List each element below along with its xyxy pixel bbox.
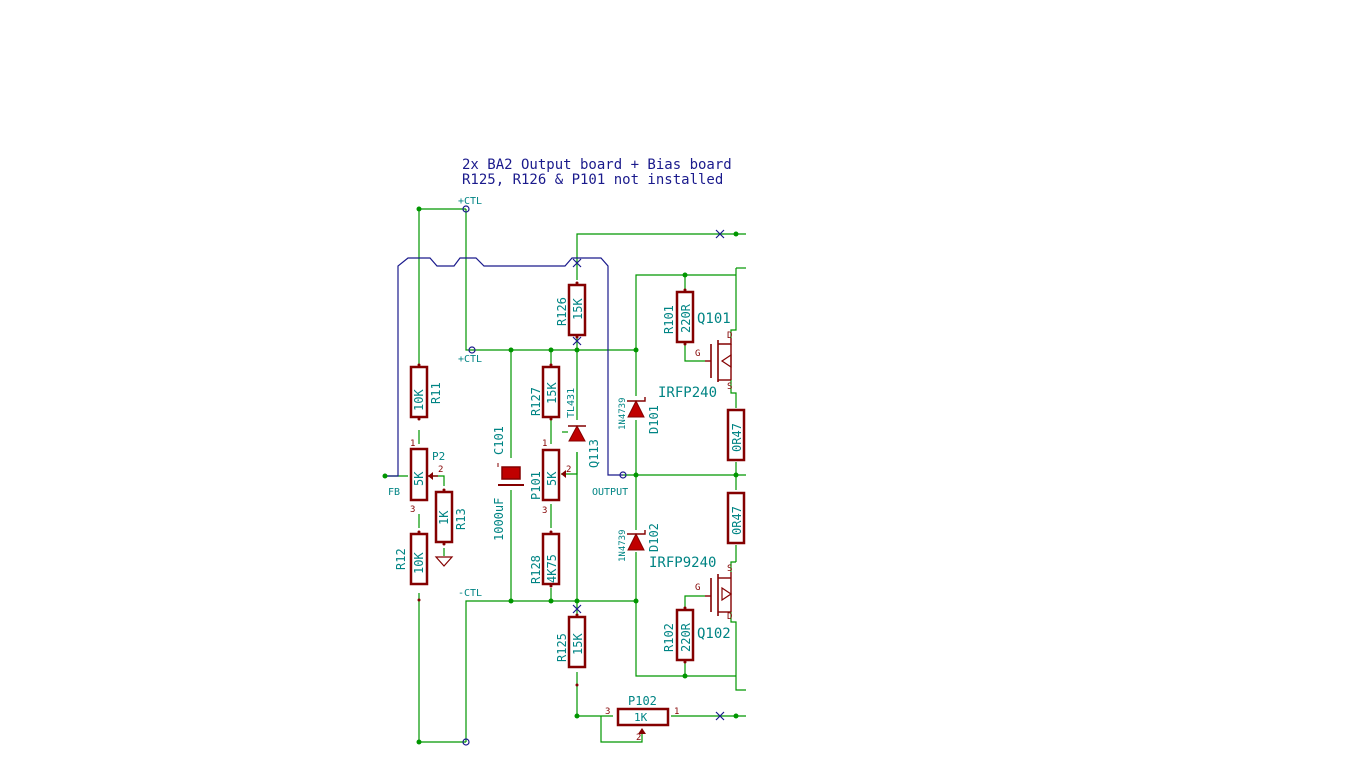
resistor-r12: 10K R12	[394, 532, 429, 586]
r11-ref: R11	[429, 382, 443, 404]
r125-value: 15K	[571, 633, 585, 655]
q101-pin-d: D	[727, 331, 732, 341]
resistor-r126: 15K R126	[555, 283, 587, 337]
r103-value: 0R47	[730, 423, 744, 452]
net-label-fb: FB	[388, 487, 400, 498]
r128-ref: R128	[529, 555, 543, 584]
q102-value: IRFP9240	[649, 555, 716, 571]
note-line-1: 2x BA2 Output board + Bias board	[462, 157, 732, 173]
p101-pin1: 1	[542, 439, 547, 449]
c101-value: 1000uF	[492, 498, 506, 541]
bias-link-bus	[385, 257, 623, 477]
q101-ref: Q101	[697, 311, 731, 327]
r13-value: 1K	[437, 510, 451, 525]
p101-pin2: 2	[566, 465, 571, 475]
r12-value: 10K	[412, 552, 426, 574]
q101-pin-s: S	[727, 382, 732, 392]
p102-value: 1K	[634, 711, 648, 724]
p102-pin1: 1	[674, 707, 679, 717]
p101-pin3: 3	[542, 506, 547, 516]
potentiometer-p2: 5K P2 1 3 2	[409, 439, 445, 515]
potentiometer-p102: 1K P102 3 1 2	[605, 694, 679, 743]
d102-ref: D102	[647, 523, 661, 552]
q102-pin-g: G	[695, 583, 700, 593]
r101-ref: R101	[662, 305, 676, 334]
p101-ref: P101	[529, 471, 543, 500]
p2-pin2: 2	[438, 465, 443, 475]
r101-value: 220R	[679, 303, 693, 333]
p2-pin3: 3	[410, 505, 415, 515]
r127-ref: R127	[529, 387, 543, 416]
capacitor-c101: C101 1000uF	[492, 426, 524, 541]
r128-value: 4K75	[545, 554, 559, 583]
q113-ref: Q113	[587, 439, 601, 468]
d102-value: 1N4739	[618, 529, 628, 562]
r11-value: 10K	[412, 389, 426, 411]
r12-ref: R12	[394, 548, 408, 570]
junctions	[382, 206, 739, 745]
resistor-r101: 220R R101	[662, 290, 695, 344]
p2-value: 5K	[412, 471, 426, 486]
q102-ref: Q102	[697, 626, 731, 642]
resistor-r102: 220R R102	[662, 608, 695, 662]
connectors	[462, 205, 627, 746]
resistor-r125: 15K R125	[555, 615, 587, 669]
d101-value: 1N4739	[618, 397, 628, 430]
r125-ref: R125	[555, 633, 569, 662]
resistor-r127: 15K R127	[529, 365, 561, 419]
p2-pin1: 1	[410, 439, 415, 449]
p102-ref: P102	[628, 694, 657, 708]
net-label-output: OUTPUT	[592, 487, 628, 498]
r126-value: 15K	[571, 298, 585, 320]
r102-ref: R102	[662, 623, 676, 652]
ground-icon	[434, 556, 454, 567]
p2-ref: P2	[432, 450, 445, 463]
zener-d101: 1N4739 D101	[618, 397, 661, 434]
r126-ref: R126	[555, 297, 569, 326]
c101-ref: C101	[492, 426, 506, 455]
q101-pin-g: G	[695, 349, 700, 359]
resistor-r104: 0R47	[726, 491, 746, 545]
r102-value: 220R	[679, 622, 693, 652]
q113-value: TL431	[566, 388, 577, 418]
net-label-pos-ctl-mid: +CTL	[458, 354, 482, 365]
mosfet-q101: Q101 IRFP240 G D S	[658, 311, 732, 401]
net-label-neg-ctl: -CTL	[458, 588, 482, 599]
q101-value: IRFP240	[658, 385, 717, 401]
net-label-pos-ctl-top: +CTL	[458, 196, 482, 207]
note-line-2: R125, R126 & P101 not installed	[462, 172, 723, 188]
resistor-r11: 10K R11	[409, 365, 443, 419]
d101-ref: D101	[647, 405, 661, 434]
zener-d102: 1N4739 D102	[618, 523, 661, 562]
pin-end-dots	[417, 281, 687, 687]
p102-pin3: 3	[605, 707, 610, 717]
no-connect-marks	[572, 229, 725, 721]
q102-pin-s: S	[727, 564, 732, 574]
p102-pin2: 2	[636, 733, 641, 743]
resistor-r13: 1K R13	[434, 490, 468, 567]
q102-pin-d: D	[727, 612, 732, 622]
resistor-r103: 0R47	[726, 408, 746, 462]
mosfet-q102: IRFP9240 Q102 G S D	[649, 555, 732, 642]
r127-value: 15K	[545, 382, 559, 404]
p101-value: 5K	[545, 471, 559, 486]
resistor-r128: 4K75 R128	[529, 532, 561, 586]
potentiometer-p101: 5K P101 1 3 2	[529, 439, 571, 516]
r13-ref: R13	[454, 508, 468, 530]
r104-value: 0R47	[730, 506, 744, 535]
shunt-regulator-q113: TL431 Q113	[566, 388, 601, 468]
